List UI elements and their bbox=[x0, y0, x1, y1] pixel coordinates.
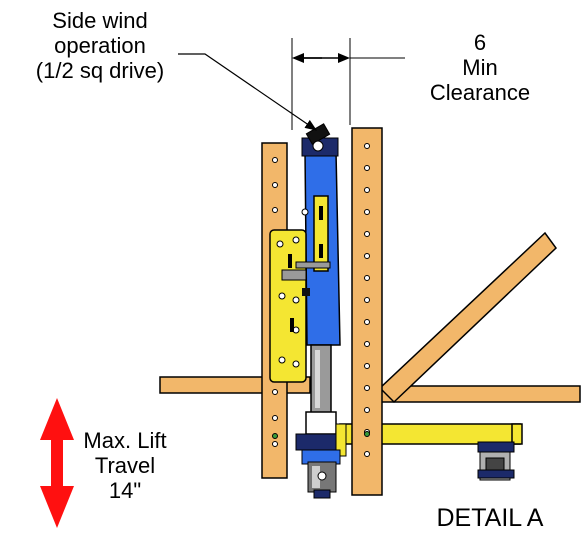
right-post-holes bbox=[364, 143, 370, 457]
green-marker bbox=[364, 431, 370, 437]
side-wind-line-3: (1/2 sq drive) bbox=[35, 58, 165, 83]
clearance-label: 6 Min Clearance bbox=[400, 30, 560, 105]
base-beam-right bbox=[379, 385, 581, 403]
side-wind-line-1: Side wind bbox=[52, 8, 148, 33]
rod-collar bbox=[305, 411, 337, 435]
cylinder-plate bbox=[313, 195, 329, 272]
yellow-leg-end bbox=[511, 423, 523, 445]
side-wind-line-2: operation bbox=[54, 33, 146, 58]
clearance-line-1: 6 bbox=[473, 30, 487, 55]
side-wind-leader bbox=[178, 53, 317, 131]
lift-line-3: 14" bbox=[108, 478, 142, 503]
lift-line-1: Max. Lift bbox=[83, 428, 167, 453]
side-wind-label: Side wind operation (1/2 sq drive) bbox=[0, 8, 200, 83]
lift-line-2: Travel bbox=[94, 453, 156, 478]
green-marker-left bbox=[272, 433, 278, 439]
mount-bracket bbox=[269, 229, 307, 383]
lift-travel-arrow bbox=[40, 398, 74, 528]
diagonal-brace bbox=[378, 231, 557, 404]
clearance-line-3: Clearance bbox=[429, 80, 531, 105]
right-caster bbox=[477, 441, 515, 481]
lift-travel-label: Max. Lift Travel 14" bbox=[70, 428, 180, 503]
cylinder-rod bbox=[310, 344, 332, 414]
detail-caption: DETAIL A bbox=[436, 504, 544, 532]
center-caster bbox=[301, 449, 341, 499]
bracket-bolts bbox=[276, 236, 300, 368]
clearance-line-2: Min bbox=[462, 55, 498, 80]
right-post bbox=[351, 127, 383, 496]
